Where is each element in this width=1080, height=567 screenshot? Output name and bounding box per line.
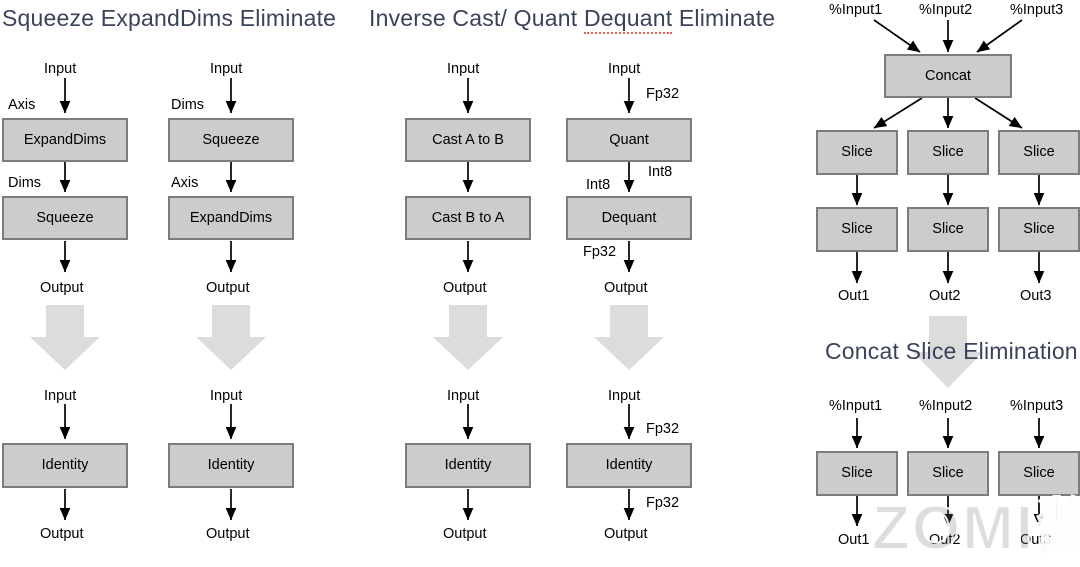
edge-input3-to-concat [976, 19, 1023, 53]
label-axis: Axis [8, 97, 36, 113]
node-slice-row1-2[interactable]: Slice [907, 130, 989, 175]
node-identity[interactable]: Identity [566, 443, 692, 488]
label-input: Input [447, 61, 480, 77]
label-input: Input [44, 388, 77, 404]
label-input2: %Input2 [919, 398, 973, 414]
node-cast-a-to-b[interactable]: Cast A to B [405, 118, 531, 162]
label-dtype-fp32: Fp32 [646, 421, 680, 437]
node-dequant[interactable]: Dequant [566, 196, 692, 240]
node-expanddims[interactable]: ExpandDims [2, 118, 128, 162]
label-output: Output [443, 280, 487, 296]
title-part-a: Inverse Cast/ Quant [369, 5, 584, 31]
node-slice-after-3[interactable]: Slice [998, 451, 1080, 496]
node-slice-row1-3[interactable]: Slice [998, 130, 1080, 175]
title-misspelled-word: Dequant [583, 5, 673, 34]
edges-layer [30, 19, 1045, 527]
label-output: Output [206, 526, 250, 542]
label-out3: Out3 [1020, 288, 1052, 304]
label-out3: Out3 [1020, 532, 1052, 548]
label-out2: Out2 [929, 288, 961, 304]
label-input3: %Input3 [1010, 2, 1064, 18]
label-output: Output [206, 280, 250, 296]
label-dtype-fp32: Fp32 [583, 244, 617, 260]
node-slice-row2-1[interactable]: Slice [816, 207, 898, 252]
label-output: Output [40, 526, 84, 542]
node-slice-row1-1[interactable]: Slice [816, 130, 898, 175]
label-dtype-fp32: Fp32 [646, 495, 680, 511]
label-input: Input [608, 61, 641, 77]
node-slice-after-1[interactable]: Slice [816, 451, 898, 496]
panel-title-inverse-cast-quant: Inverse Cast/ Quant Dequant Eliminate [369, 5, 776, 34]
label-input: Input [608, 388, 641, 404]
panel-title-squeeze-expanddims: Squeeze ExpandDims Eliminate [2, 5, 337, 31]
node-slice-row2-3[interactable]: Slice [998, 207, 1080, 252]
edge-concat-to-slice1 [873, 97, 923, 129]
label-input2: %Input2 [919, 2, 973, 18]
node-squeeze[interactable]: Squeeze [2, 196, 128, 240]
label-output: Output [40, 280, 84, 296]
node-identity[interactable]: Identity [405, 443, 531, 488]
label-output: Output [443, 526, 487, 542]
panel-title-concat-slice: Concat Slice Elimination [825, 338, 1078, 364]
node-squeeze[interactable]: Squeeze [168, 118, 294, 162]
node-cast-b-to-a[interactable]: Cast B to A [405, 196, 531, 240]
node-identity[interactable]: Identity [168, 443, 294, 488]
transform-arrow [594, 305, 664, 370]
label-input: Input [210, 61, 243, 77]
edge-concat-to-slice3 [974, 97, 1023, 129]
label-input: Input [44, 61, 77, 77]
label-input1: %Input1 [829, 2, 883, 18]
node-expanddims[interactable]: ExpandDims [168, 196, 294, 240]
transform-arrow [433, 305, 503, 370]
label-out2: Out2 [929, 532, 961, 548]
node-slice-row2-2[interactable]: Slice [907, 207, 989, 252]
node-quant[interactable]: Quant [566, 118, 692, 162]
label-out1: Out1 [838, 532, 870, 548]
transform-arrow [196, 305, 266, 370]
edge-input1-to-concat [873, 19, 921, 53]
label-input: Input [210, 388, 243, 404]
label-dims: Dims [8, 175, 42, 191]
label-output: Output [604, 526, 648, 542]
node-slice-after-2[interactable]: Slice [907, 451, 989, 496]
label-dims: Dims [171, 97, 205, 113]
label-input1: %Input1 [829, 398, 883, 414]
node-concat[interactable]: Concat [884, 54, 1012, 98]
label-dtype-fp32: Fp32 [646, 86, 680, 102]
transform-arrow [30, 305, 100, 370]
node-identity[interactable]: Identity [2, 443, 128, 488]
title-part-b: Eliminate [672, 5, 776, 31]
label-dtype-int8-left: Int8 [586, 177, 611, 193]
label-output: Output [604, 280, 648, 296]
transform-arrow [913, 316, 983, 388]
label-input: Input [447, 388, 480, 404]
label-out1: Out1 [838, 288, 870, 304]
label-dtype-int8-right: Int8 [648, 164, 673, 180]
label-axis: Axis [171, 175, 199, 191]
label-input3: %Input3 [1010, 398, 1064, 414]
